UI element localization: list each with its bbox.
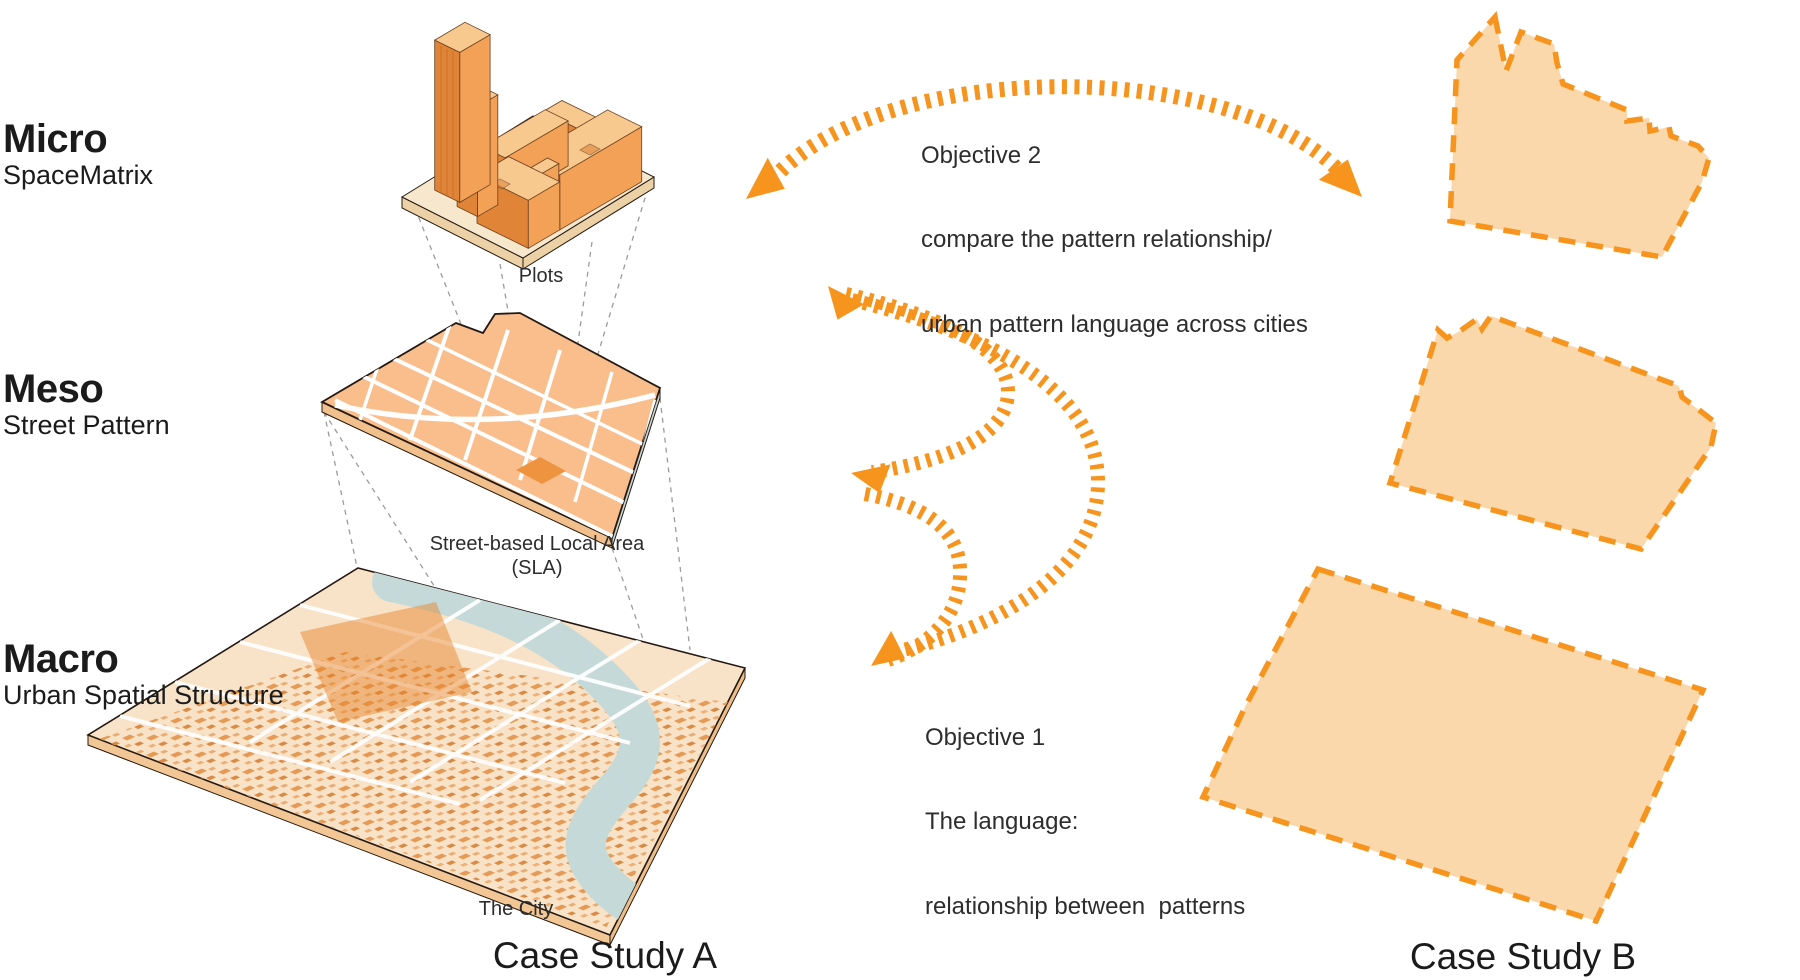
meso-street-tile — [320, 312, 662, 549]
level-label-macro: Macro Urban Spatial Structure — [3, 638, 284, 711]
macro-title: Macro — [3, 637, 119, 681]
objective-2-text: Objective 2 compare the pattern relation… — [921, 86, 1308, 367]
highlighted-district — [300, 602, 472, 722]
micro-building-model — [400, 21, 656, 270]
objective-1-line3: relationship between patterns — [925, 892, 1246, 920]
meso-title: Meso — [3, 367, 104, 411]
case-b-meso-shape — [1386, 312, 1720, 553]
arrowhead-icon — [1318, 159, 1362, 197]
level-label-meso: Meso Street Pattern — [3, 368, 170, 441]
city-label: The City — [478, 898, 554, 920]
arc-meso-macro — [863, 487, 968, 667]
micro-title: Micro — [3, 117, 108, 161]
objective-arrows — [746, 79, 1362, 667]
sla-label: Street-based Local Area (SLA) — [427, 532, 647, 580]
objective-2-line3: urban pattern language across cities — [921, 310, 1308, 338]
river — [372, 568, 720, 935]
macro-subtitle: Urban Spatial Structure — [3, 680, 284, 710]
macro-streets — [119, 598, 712, 806]
level-label-micro: Micro SpaceMatrix — [3, 118, 153, 191]
objective-2-line2: compare the pattern relationship/ — [921, 226, 1272, 254]
meso-subtitle: Street Pattern — [3, 410, 170, 440]
objective-2-title: Objective 2 — [921, 142, 1042, 170]
arrowhead-icon — [828, 286, 865, 320]
objective-1-title: Objective 1 — [925, 724, 1046, 752]
sla-label-line2: (SLA) — [511, 557, 563, 579]
objective-1-line2: The language: — [925, 808, 1079, 836]
arrowhead-icon — [871, 630, 906, 666]
objective-1-text: Objective 1 The language: relationship b… — [925, 668, 1245, 949]
micro-subtitle: SpaceMatrix — [3, 160, 154, 190]
case-a-caption: Case Study A — [492, 935, 718, 976]
macro-city-map — [86, 567, 747, 946]
case-b-macro-shape — [1199, 565, 1707, 925]
case-b-micro-shape — [1447, 11, 1713, 261]
case-b-caption: Case Study B — [1409, 936, 1637, 977]
plots-label: Plots — [518, 265, 564, 287]
sla-block-highlight — [516, 457, 566, 484]
arc-micro-meso — [844, 287, 1016, 479]
case-b-shapes — [1199, 11, 1720, 925]
sla-label-line1: Street-based Local Area — [429, 533, 645, 555]
arrowhead-icon — [851, 464, 891, 494]
arrowhead-icon — [746, 157, 785, 199]
meso-streets — [334, 313, 660, 538]
